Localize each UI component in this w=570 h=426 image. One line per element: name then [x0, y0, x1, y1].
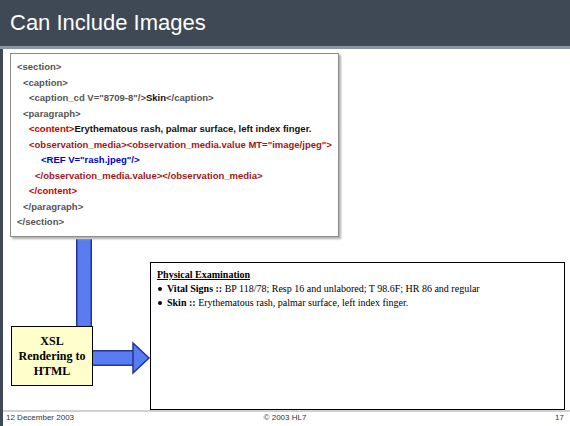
process-label: XSL Rendering to HTML — [15, 334, 89, 379]
footer-label: © 2003 HL7 — [264, 413, 307, 422]
footer-label: 17 — [555, 413, 564, 422]
code-token: <paragraph> — [23, 108, 81, 119]
flow-arrow — [84, 239, 149, 373]
xsl-process-box: XSL Rendering to HTML — [11, 326, 93, 386]
code-token: </observation_media> — [162, 170, 262, 181]
footer-rule — [3, 411, 570, 412]
code-line: <caption_cd V="8709-8"/>Skin</caption> — [17, 90, 332, 106]
code-line: </content> — [17, 183, 332, 199]
code-token: </observation_media.value> — [35, 170, 162, 181]
xml-code-box: <section> <caption> <caption_cd V="8709-8"… — [10, 53, 339, 237]
section-heading: Physical Examination — [157, 268, 558, 282]
arrow-head — [133, 343, 149, 373]
code-token: </paragraph> — [23, 201, 83, 212]
item-value: BP 118/78; Resp 16 and unlabored; T 98.6… — [222, 283, 479, 294]
item-key: Skin :: — [167, 297, 196, 308]
code-token: Skin — [146, 92, 166, 103]
code-token: </section> — [17, 216, 64, 227]
code-line: </paragraph> — [17, 199, 332, 215]
code-token: <content> — [29, 123, 74, 134]
code-line: </observation_media.value></observation_… — [17, 168, 332, 184]
code-line: <REF V="rash.jpeg"/> — [17, 152, 332, 168]
code-line: <paragraph> — [17, 106, 332, 122]
footer-label: 12 December 2003 — [6, 413, 74, 422]
slide-title: Can Include Images — [10, 10, 206, 36]
left-edge — [0, 49, 3, 426]
item-value: Erythematous rash, palmar surface, left … — [196, 297, 409, 308]
code-token: <section> — [17, 61, 61, 72]
code-token: <caption_cd V="8709-8"/> — [29, 92, 146, 103]
bullet-dot — [158, 287, 162, 291]
code-line: </section> — [17, 214, 332, 230]
code-token: <REF V="rash.jpeg"/> — [41, 154, 140, 165]
title-bar — [0, 0, 570, 46]
code-token: </caption> — [166, 92, 214, 103]
code-line: <observation_media><observation_media.va… — [17, 137, 332, 153]
html-render-box: Physical ExaminationVital Signs :: BP 11… — [150, 262, 565, 410]
item-key: Vital Signs :: — [167, 283, 222, 294]
bullet-item: Vital Signs :: BP 118/78; Resp 16 and un… — [157, 282, 558, 296]
code-token: </content> — [29, 185, 77, 196]
code-token: <observation_media> — [29, 139, 127, 150]
code-token: <caption> — [23, 77, 68, 88]
bullet-item: Skin :: Erythematous rash, palmar surfac… — [157, 296, 558, 310]
code-line: <section> — [17, 59, 332, 75]
code-token: Erythematous rash, palmar surface, left … — [74, 123, 311, 134]
code-line: <caption> — [17, 75, 332, 91]
bullet-dot — [158, 301, 162, 305]
title-rule — [0, 46, 570, 49]
code-token: <observation_media.value MT="image/jpeg"… — [127, 139, 332, 150]
code-line: <content>Erythematous rash, palmar surfa… — [17, 121, 332, 137]
